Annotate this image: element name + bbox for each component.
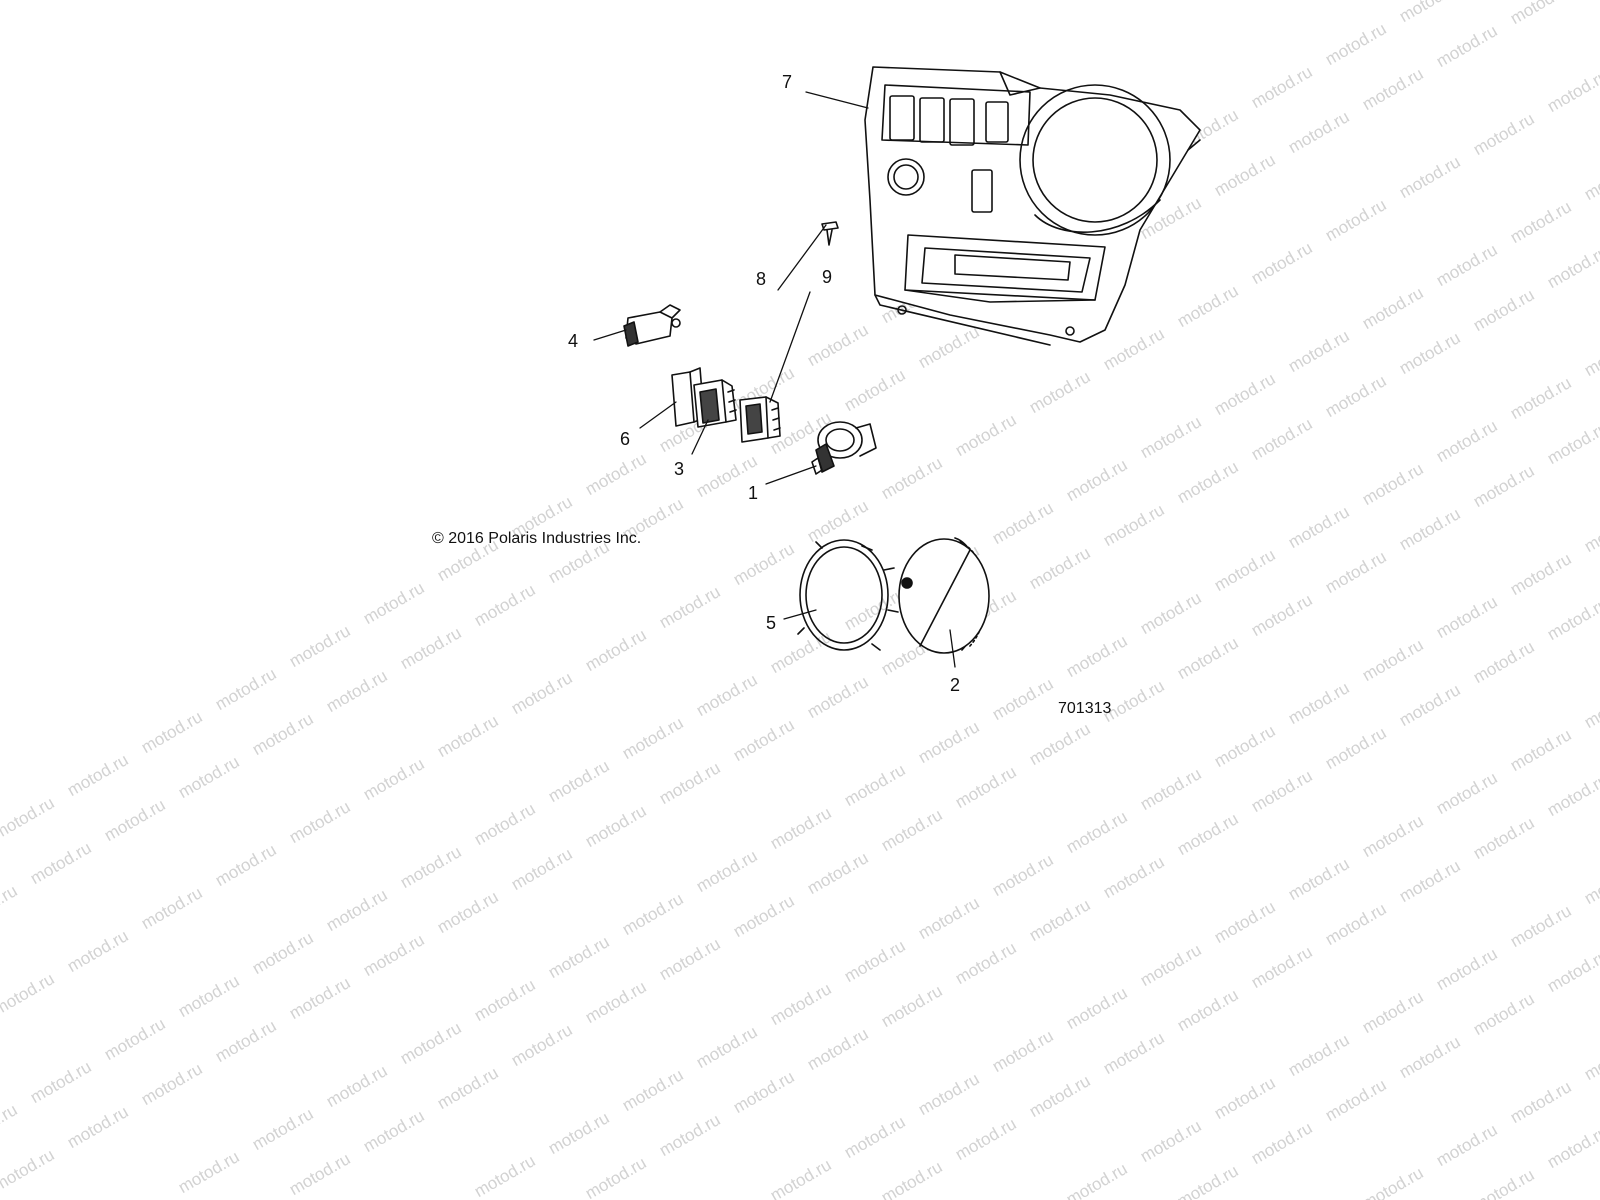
leader-lines [593, 91, 956, 668]
dash-panel-drawing [864, 66, 1201, 346]
callout-6: 6 [620, 429, 631, 449]
callout-4: 4 [568, 331, 579, 351]
callout-8: 8 [756, 269, 767, 289]
callout-7: 7 [782, 72, 793, 92]
ignition-switch-drawing [811, 421, 877, 475]
callout-2: 2 [950, 675, 961, 695]
callout-5: 5 [766, 613, 777, 633]
rocker-switch-2-drawing [739, 396, 781, 443]
gauge-drawing [898, 537, 990, 654]
copyright-text: © 2016 Polaris Industries Inc. [432, 530, 642, 547]
push-rivet-drawing [821, 221, 839, 246]
callout-1: 1 [748, 483, 759, 503]
rocker-switch-drawing [693, 379, 737, 428]
figure-number: 701313 [1058, 700, 1112, 717]
power-outlet-drawing [623, 304, 681, 347]
callout-3: 3 [674, 459, 685, 479]
gauge-retaining-ring-drawing [797, 539, 899, 651]
callout-9: 9 [822, 267, 833, 287]
